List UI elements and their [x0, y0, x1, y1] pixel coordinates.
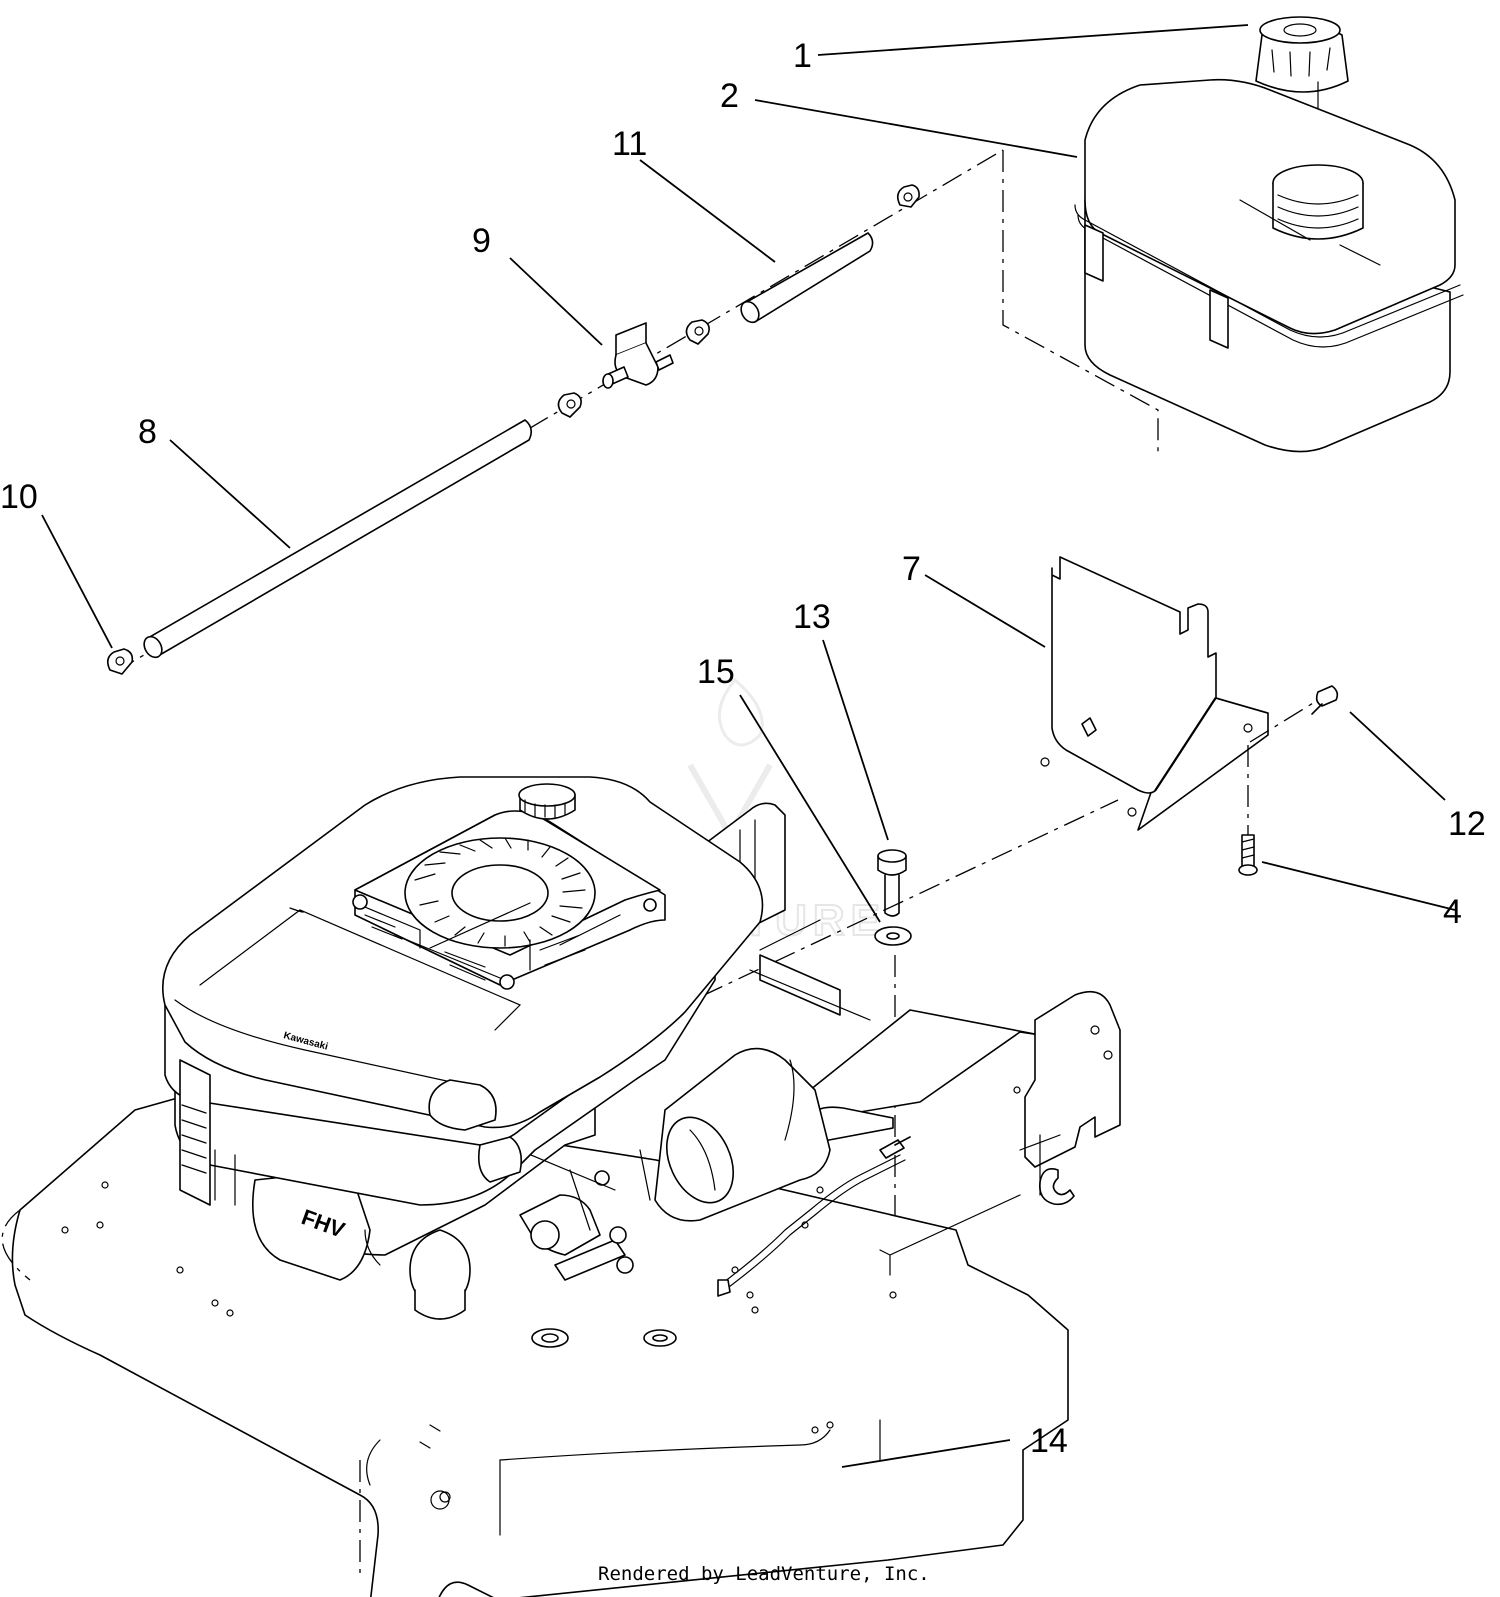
engine: FHV Kawasaki [162, 776, 831, 1320]
callout-2: 2 [720, 77, 739, 115]
callout-10: 10 [0, 478, 38, 516]
bolt-12 [1311, 685, 1339, 715]
deck-frame [689, 802, 1121, 1299]
bracket-centerline [629, 799, 1119, 1031]
callout-7: 7 [902, 550, 921, 588]
fuel-hose-long [143, 419, 533, 659]
hose-clamp-upper [896, 184, 920, 208]
render-credit: Rendered by LeadVenture, Inc. [598, 1563, 930, 1585]
callout-1: 1 [793, 37, 812, 75]
callout-11: 11 [612, 125, 647, 163]
tank-bracket [1040, 556, 1269, 831]
bolt-13 [877, 849, 907, 917]
wire-harness [717, 1136, 911, 1297]
fuel-cap [1255, 16, 1349, 93]
fuel-hose-short [740, 232, 874, 324]
bolt-4 [1238, 834, 1258, 876]
leader-lines [41, 24, 1456, 1468]
hose-clamp-lower [557, 392, 582, 418]
bolt-12-centerline [1249, 699, 1319, 743]
callout-4: 4 [1443, 893, 1462, 931]
callout-12: 12 [1448, 805, 1486, 843]
callout-13: 13 [793, 598, 831, 636]
callout-14: 14 [1030, 1422, 1068, 1460]
callout-9: 9 [472, 222, 491, 260]
callout-labels: 1 2 4 7 8 9 10 11 12 13 14 15 [0, 37, 1486, 1460]
hose-clamp-middle [685, 319, 710, 345]
fuel-shutoff-valve [602, 322, 674, 389]
callout-8: 8 [138, 413, 157, 451]
hose-clamp-end [106, 648, 134, 675]
callout-15: 15 [697, 653, 735, 691]
washer-15 [874, 926, 912, 946]
fuel-tank [1002, 78, 1464, 455]
